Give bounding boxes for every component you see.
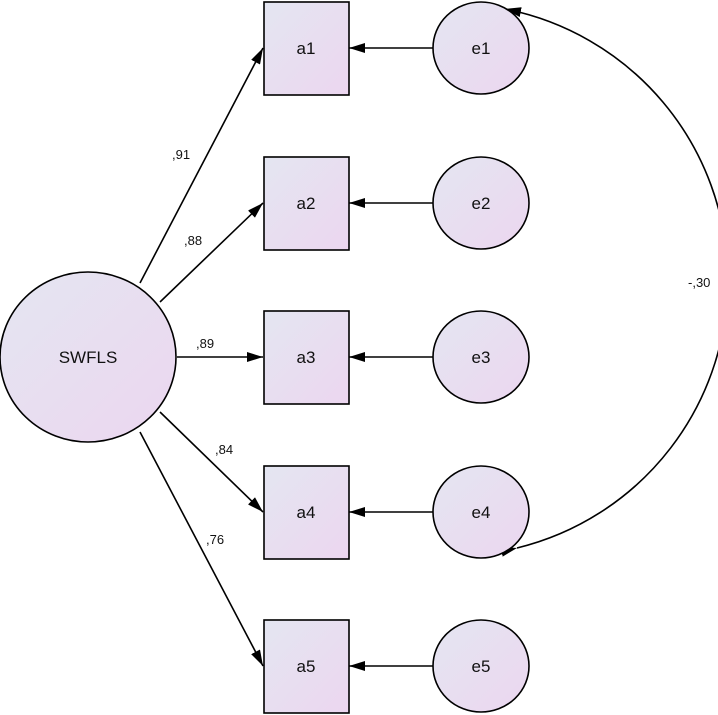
indicator-box — [263, 310, 350, 405]
loading-label-a1: ,91 — [172, 147, 190, 162]
indicator-nodes: a1 a2 a3 a4 a5 — [263, 1, 350, 714]
indicator-a2: a2 — [263, 156, 350, 251]
error-label: e2 — [472, 194, 491, 213]
error-label: e1 — [472, 39, 491, 58]
error-label: e5 — [472, 657, 491, 676]
error-circle — [432, 465, 530, 559]
loading-labels: ,91 ,88 ,89 ,84 ,76 — [172, 147, 233, 547]
covariance-arc-e1-e4 — [500, 7, 718, 557]
error-circle — [432, 310, 530, 404]
indicator-label: a5 — [297, 657, 316, 676]
indicator-label: a3 — [297, 348, 316, 367]
loading-paths — [139, 47, 264, 667]
error-label: e4 — [472, 503, 491, 522]
path-swfls-a4 — [159, 411, 264, 513]
error-paths — [349, 43, 433, 671]
error-e3: e3 — [432, 310, 530, 404]
loading-label-a3: ,89 — [196, 336, 214, 351]
covariance-label: -,30 — [688, 275, 710, 290]
error-e4: e4 — [432, 465, 530, 559]
error-label: e3 — [472, 348, 491, 367]
loading-label-a5: ,76 — [206, 532, 224, 547]
loading-label-a4: ,84 — [215, 442, 233, 457]
path-swfls-a5 — [139, 431, 264, 667]
latent-ellipse — [0, 271, 177, 443]
path-swfls-a2 — [159, 202, 264, 303]
indicator-a3: a3 — [263, 310, 350, 405]
loading-label-a2: ,88 — [184, 233, 202, 248]
error-circle — [432, 1, 530, 95]
error-e2: e2 — [432, 156, 530, 250]
indicator-box — [263, 1, 350, 96]
error-circle — [432, 156, 530, 250]
error-e5: e5 — [432, 619, 530, 713]
latent-label: SWFLS — [59, 348, 118, 367]
error-nodes: e1 e2 e3 e4 e5 — [432, 1, 530, 713]
latent-node-swfls: SWFLS — [0, 271, 177, 443]
indicator-box — [263, 156, 350, 251]
indicator-a4: a4 — [263, 465, 350, 560]
indicator-box — [263, 465, 350, 560]
error-circle — [432, 619, 530, 713]
indicator-label: a2 — [297, 194, 316, 213]
indicator-label: a4 — [297, 503, 316, 522]
indicator-label: a1 — [297, 39, 316, 58]
indicator-box — [263, 619, 350, 714]
error-e1: e1 — [432, 1, 530, 95]
path-swfls-a1 — [139, 47, 264, 284]
indicator-a5: a5 — [263, 619, 350, 714]
indicator-a1: a1 — [263, 1, 350, 96]
